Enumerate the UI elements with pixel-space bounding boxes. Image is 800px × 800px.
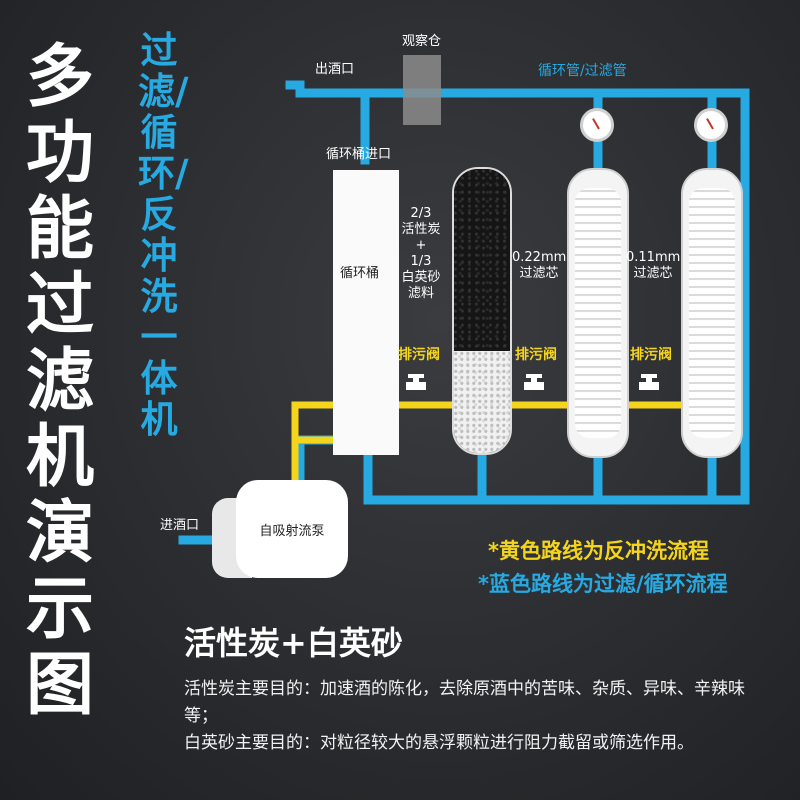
- tank-label: 循环桶: [340, 266, 380, 281]
- filter2-name: 过滤芯: [633, 266, 673, 281]
- sand-layer: [454, 350, 510, 453]
- media-line-5: 白英砂: [401, 270, 441, 285]
- filter2-description: 0.11mm 过滤芯: [626, 250, 680, 282]
- media-line-2: 活性炭: [401, 222, 441, 237]
- inlet-label: 进酒口: [160, 518, 200, 533]
- outlet-label: 出酒口: [315, 62, 355, 77]
- blue-pipe-outlet: [285, 80, 370, 165]
- tank-inlet-label: 循环桶进口: [326, 147, 392, 162]
- valve-icon: [524, 374, 544, 390]
- blue-pipe-pump: [295, 435, 338, 485]
- drain-label-1: 排污阀: [398, 347, 440, 363]
- drain-label-2: 排污阀: [515, 347, 557, 363]
- filter2-size: 0.11mm: [626, 250, 681, 265]
- blue-pipe-top: [360, 88, 750, 505]
- pump-label: 自吸射流泵: [259, 523, 325, 539]
- valve-icon: [639, 374, 659, 390]
- filter1-description: 0.22mm 过滤芯: [512, 250, 566, 282]
- cartridge-filter-1: [567, 168, 629, 458]
- carbon-layer: [454, 169, 510, 351]
- loop-pipe-label: 循环管/过滤管: [538, 63, 627, 79]
- legend-yellow: *黄色路线为反冲洗流程: [488, 539, 709, 563]
- observation-label: 观察仓: [402, 34, 442, 49]
- valve-icon: [406, 374, 426, 390]
- subtitle-text: 过滤/循环/反冲洗一体机: [138, 29, 189, 441]
- media-line-6: 滤料: [407, 286, 434, 301]
- observation-window: [403, 55, 441, 125]
- media-line-4: 1/3: [410, 254, 432, 269]
- pressure-gauge-icon: [580, 108, 614, 142]
- yellow-pipe-left: [291, 401, 334, 444]
- media-description: 2/3 活性炭 + 1/3 白英砂 滤料: [396, 206, 446, 302]
- subtitle: 过滤/循环/反冲洗一体机: [138, 29, 189, 441]
- media-line-3: +: [415, 238, 427, 253]
- main-title: 多功能过滤机演示图: [22, 40, 112, 724]
- sand-paragraph: 白英砂主要目的：对粒径较大的悬浮颗粒进行阻力截留或筛选作用。: [184, 733, 694, 753]
- pressure-gauge-icon: [694, 108, 728, 142]
- main-title-text: 多功能过滤机演示图: [25, 38, 94, 725]
- jet-pump: 自吸射流泵: [236, 480, 348, 578]
- cartridge-filter-2: [681, 168, 743, 458]
- media-line-1: 2/3: [410, 206, 432, 221]
- filter1-name: 过滤芯: [519, 266, 559, 281]
- circulation-tank: [333, 170, 399, 455]
- section-title: 活性炭+白英砂: [184, 624, 403, 662]
- drain-label-3: 排污阀: [630, 347, 672, 363]
- media-filter-column: [452, 167, 512, 455]
- carbon-paragraph: 活性炭主要目的：加速酒的陈化，去除原酒中的苦味、杂质、异味、辛辣味等；: [184, 679, 745, 726]
- legend-blue: *蓝色路线为过滤/循环流程: [478, 572, 728, 596]
- filter1-size: 0.22mm: [512, 250, 567, 265]
